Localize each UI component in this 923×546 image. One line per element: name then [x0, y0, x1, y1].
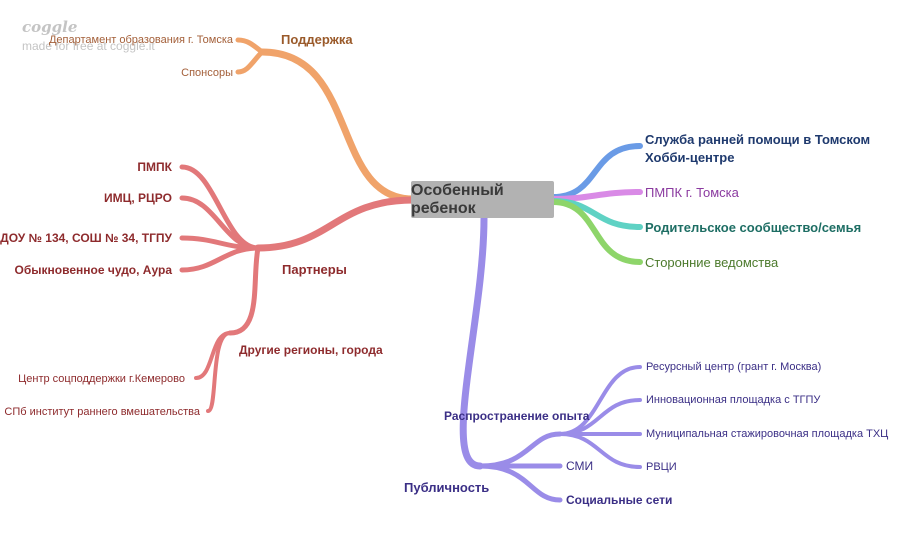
coggle-logo: coggle	[22, 18, 78, 36]
connector-regions	[227, 245, 261, 336]
node-regions-spb[interactable]: СПб институт раннего вмешательства	[4, 406, 200, 418]
node-early-help[interactable]: Служба ранней помощи в Томском Хобби-цен…	[645, 132, 871, 165]
node-partners-pmpk[interactable]: ПМПК	[137, 160, 172, 174]
node-spread-rvci[interactable]: РВЦИ	[646, 461, 677, 473]
central-node[interactable]: Особенный ребенок	[411, 181, 554, 218]
connector-chudo	[179, 245, 261, 273]
connector-kemerovo	[194, 331, 232, 380]
node-spread[interactable]: Распространение опыта	[444, 409, 590, 423]
node-spread-municipal[interactable]: Муниципальная стажировочная площадка ТХЦ	[646, 428, 889, 440]
connector-support-sponsors	[235, 49, 265, 75]
node-pmpk-tomsk[interactable]: ПМПК г. Томска	[645, 185, 739, 200]
coggle-watermark: coggle made for free at coggle.it	[22, 18, 155, 53]
node-partners[interactable]: Партнеры	[282, 262, 347, 277]
node-external[interactable]: Сторонние ведомства	[645, 255, 779, 270]
connector-support-dept	[235, 37, 265, 55]
node-regions-kemerovo[interactable]: Центр соцподдержки г.Кемерово	[18, 373, 185, 385]
connector-social	[477, 463, 563, 503]
coggle-note: made for free at coggle.it	[22, 39, 155, 53]
connector-pmpk	[179, 164, 261, 251]
node-support-sponsors[interactable]: Спонсоры	[181, 67, 233, 79]
node-spread-innov[interactable]: Инновационная площадка с ТГПУ	[646, 394, 821, 406]
node-partners-chudo[interactable]: Обыкновенное чудо, Аура	[14, 263, 172, 277]
connector-publicity	[459, 214, 488, 470]
node-spread-resource[interactable]: Ресурсный центр (грант г. Москва)	[646, 361, 822, 373]
connector-spb	[206, 331, 232, 413]
node-support[interactable]: Поддержка	[281, 32, 353, 47]
connector-external	[550, 199, 643, 265]
node-partners-imc[interactable]: ИМЦ, РЦРО	[103, 191, 172, 205]
node-publicity[interactable]: Публичность	[404, 480, 490, 495]
node-smi[interactable]: СМИ	[566, 459, 594, 473]
connector-early-help	[550, 143, 643, 200]
node-partners-madou[interactable]: МАДОУ № 134, СОШ № 34, ТГПУ	[0, 231, 172, 245]
node-social[interactable]: Социальные сети	[566, 493, 673, 507]
node-parents[interactable]: Родительское сообщество/семья	[645, 220, 862, 235]
node-regions[interactable]: Другие регионы, города	[239, 343, 383, 357]
publicity-branch	[459, 214, 642, 503]
connector-rvci	[558, 432, 642, 469]
connector-partners	[254, 196, 417, 252]
connector-spread	[477, 431, 563, 469]
node-support-dept[interactable]: Департамент образования г. Томска	[48, 34, 233, 46]
partners-branch	[179, 164, 417, 413]
support-branch	[235, 37, 417, 203]
connector-support	[258, 48, 417, 203]
